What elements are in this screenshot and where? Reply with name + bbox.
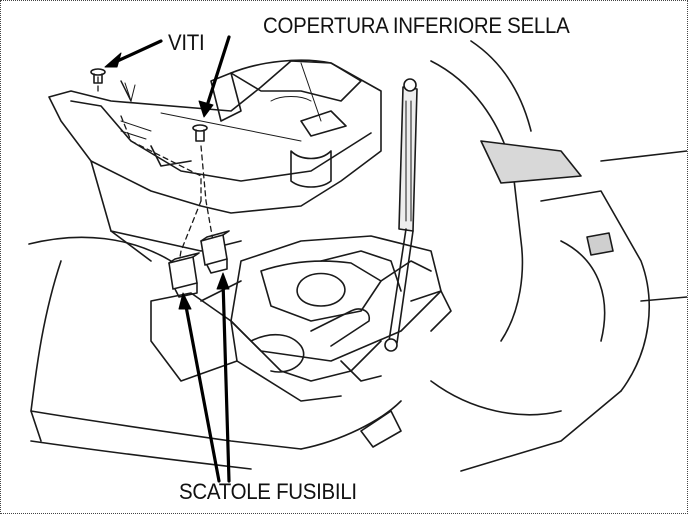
right-body-panel — [430, 40, 687, 472]
screw-right-icon — [192, 124, 208, 142]
fuse-box-right-icon — [200, 230, 230, 274]
lower-fairing — [28, 236, 402, 470]
seat-lower-cover — [48, 59, 382, 262]
seat-lower-cover-label: COPERTURA INFERIORE SELLA — [263, 13, 570, 38]
screw-left-icon — [90, 68, 106, 84]
engine-compartment — [200, 235, 452, 382]
arrowheads — [104, 52, 230, 310]
fuse-box-left-icon — [168, 252, 200, 298]
fuse-boxes-label: SCATOLE FUSIBILI — [179, 479, 357, 504]
screws-label: VITI — [168, 30, 205, 55]
leader-arrows — [111, 35, 231, 483]
assembly-guide-lines — [97, 76, 214, 264]
gas-strut — [384, 78, 418, 352]
